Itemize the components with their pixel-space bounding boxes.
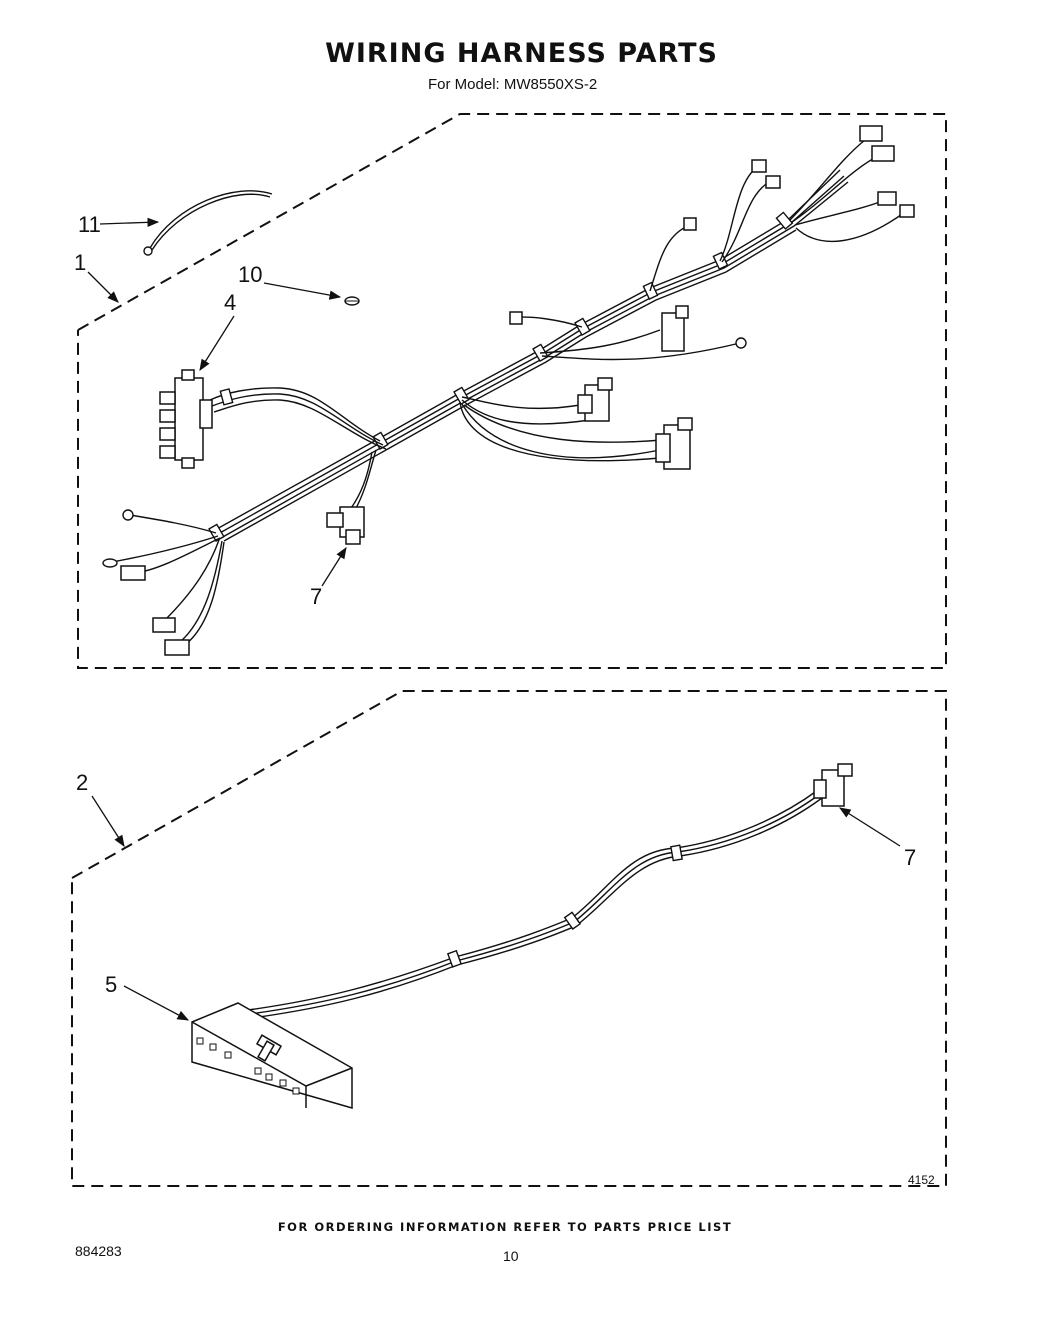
terminal-block-part-5 xyxy=(191,1002,353,1109)
callout-7-bottom: 7 xyxy=(904,845,916,870)
page-title: WIRING HARNESS PARTS xyxy=(325,38,718,69)
page-number: 10 xyxy=(503,1248,519,1264)
bottom-panel-callouts: 2 7 5 4152 xyxy=(76,770,935,1187)
loose-wire-part-11 xyxy=(143,190,273,256)
left-branch-connectors xyxy=(102,509,225,656)
document-number: 884283 xyxy=(75,1243,122,1259)
main-trunk-bundle xyxy=(214,169,849,542)
connector-part-4 xyxy=(159,369,387,469)
callout-4: 4 xyxy=(224,290,236,315)
model-subtitle: For Model: MW8550XS-2 xyxy=(428,76,598,93)
bottom-panel-harness-2: 2 7 5 4152 xyxy=(71,690,947,1187)
callout-10: 10 xyxy=(238,262,262,287)
right-mid-connectors xyxy=(459,377,693,470)
upper-right-connectors xyxy=(509,125,915,361)
figure-id: 4152 xyxy=(908,1173,935,1187)
top-panel-border xyxy=(77,113,947,669)
ordering-info-note: FOR ORDERING INFORMATION REFER TO PARTS … xyxy=(277,1220,733,1234)
callout-2: 2 xyxy=(76,770,88,795)
bottom-harness-wires xyxy=(247,789,823,1019)
callout-5: 5 xyxy=(105,972,117,997)
callout-1: 1 xyxy=(74,250,86,275)
top-panel-harness-1: 11 1 10 4 7 xyxy=(74,113,947,669)
bottom-panel-border xyxy=(71,690,947,1187)
connector-part-7-top xyxy=(326,449,377,545)
top-panel-callouts: 11 1 10 4 7 xyxy=(74,212,347,609)
callout-7-top: 7 xyxy=(310,584,322,609)
connector-part-7-bottom xyxy=(813,763,853,807)
terminal-part-10 xyxy=(344,296,360,306)
callout-11: 11 xyxy=(78,212,101,237)
